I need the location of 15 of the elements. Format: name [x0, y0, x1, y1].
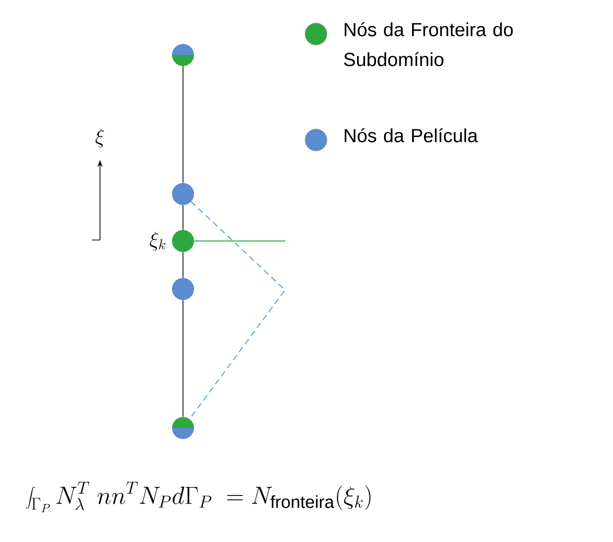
node-circle [172, 44, 194, 66]
node-circle [172, 278, 194, 300]
node-circle [172, 183, 194, 205]
connecting-line [182, 205, 184, 230]
axis-label: $\xi$ [96, 128, 104, 148]
equation: $\int_{\Gamma_P} N_\lambda^T\; nn^T N_P d\Gamma_P \;= N_{\mathrm{fronteira}}(\xi_k)$ [26, 482, 370, 512]
node-circle [172, 230, 194, 252]
legend-text: Nós da Fronteira do Subdomínio [344, 22, 513, 66]
shape-function-line [194, 240, 286, 242]
connecting-line [182, 300, 184, 417]
shape-function-line [189, 201, 286, 420]
legend-text: Nós da Película [344, 128, 478, 142]
node-circle [172, 417, 194, 439]
connecting-line [182, 252, 184, 278]
node-label: $\xi_k$ [150, 232, 166, 250]
